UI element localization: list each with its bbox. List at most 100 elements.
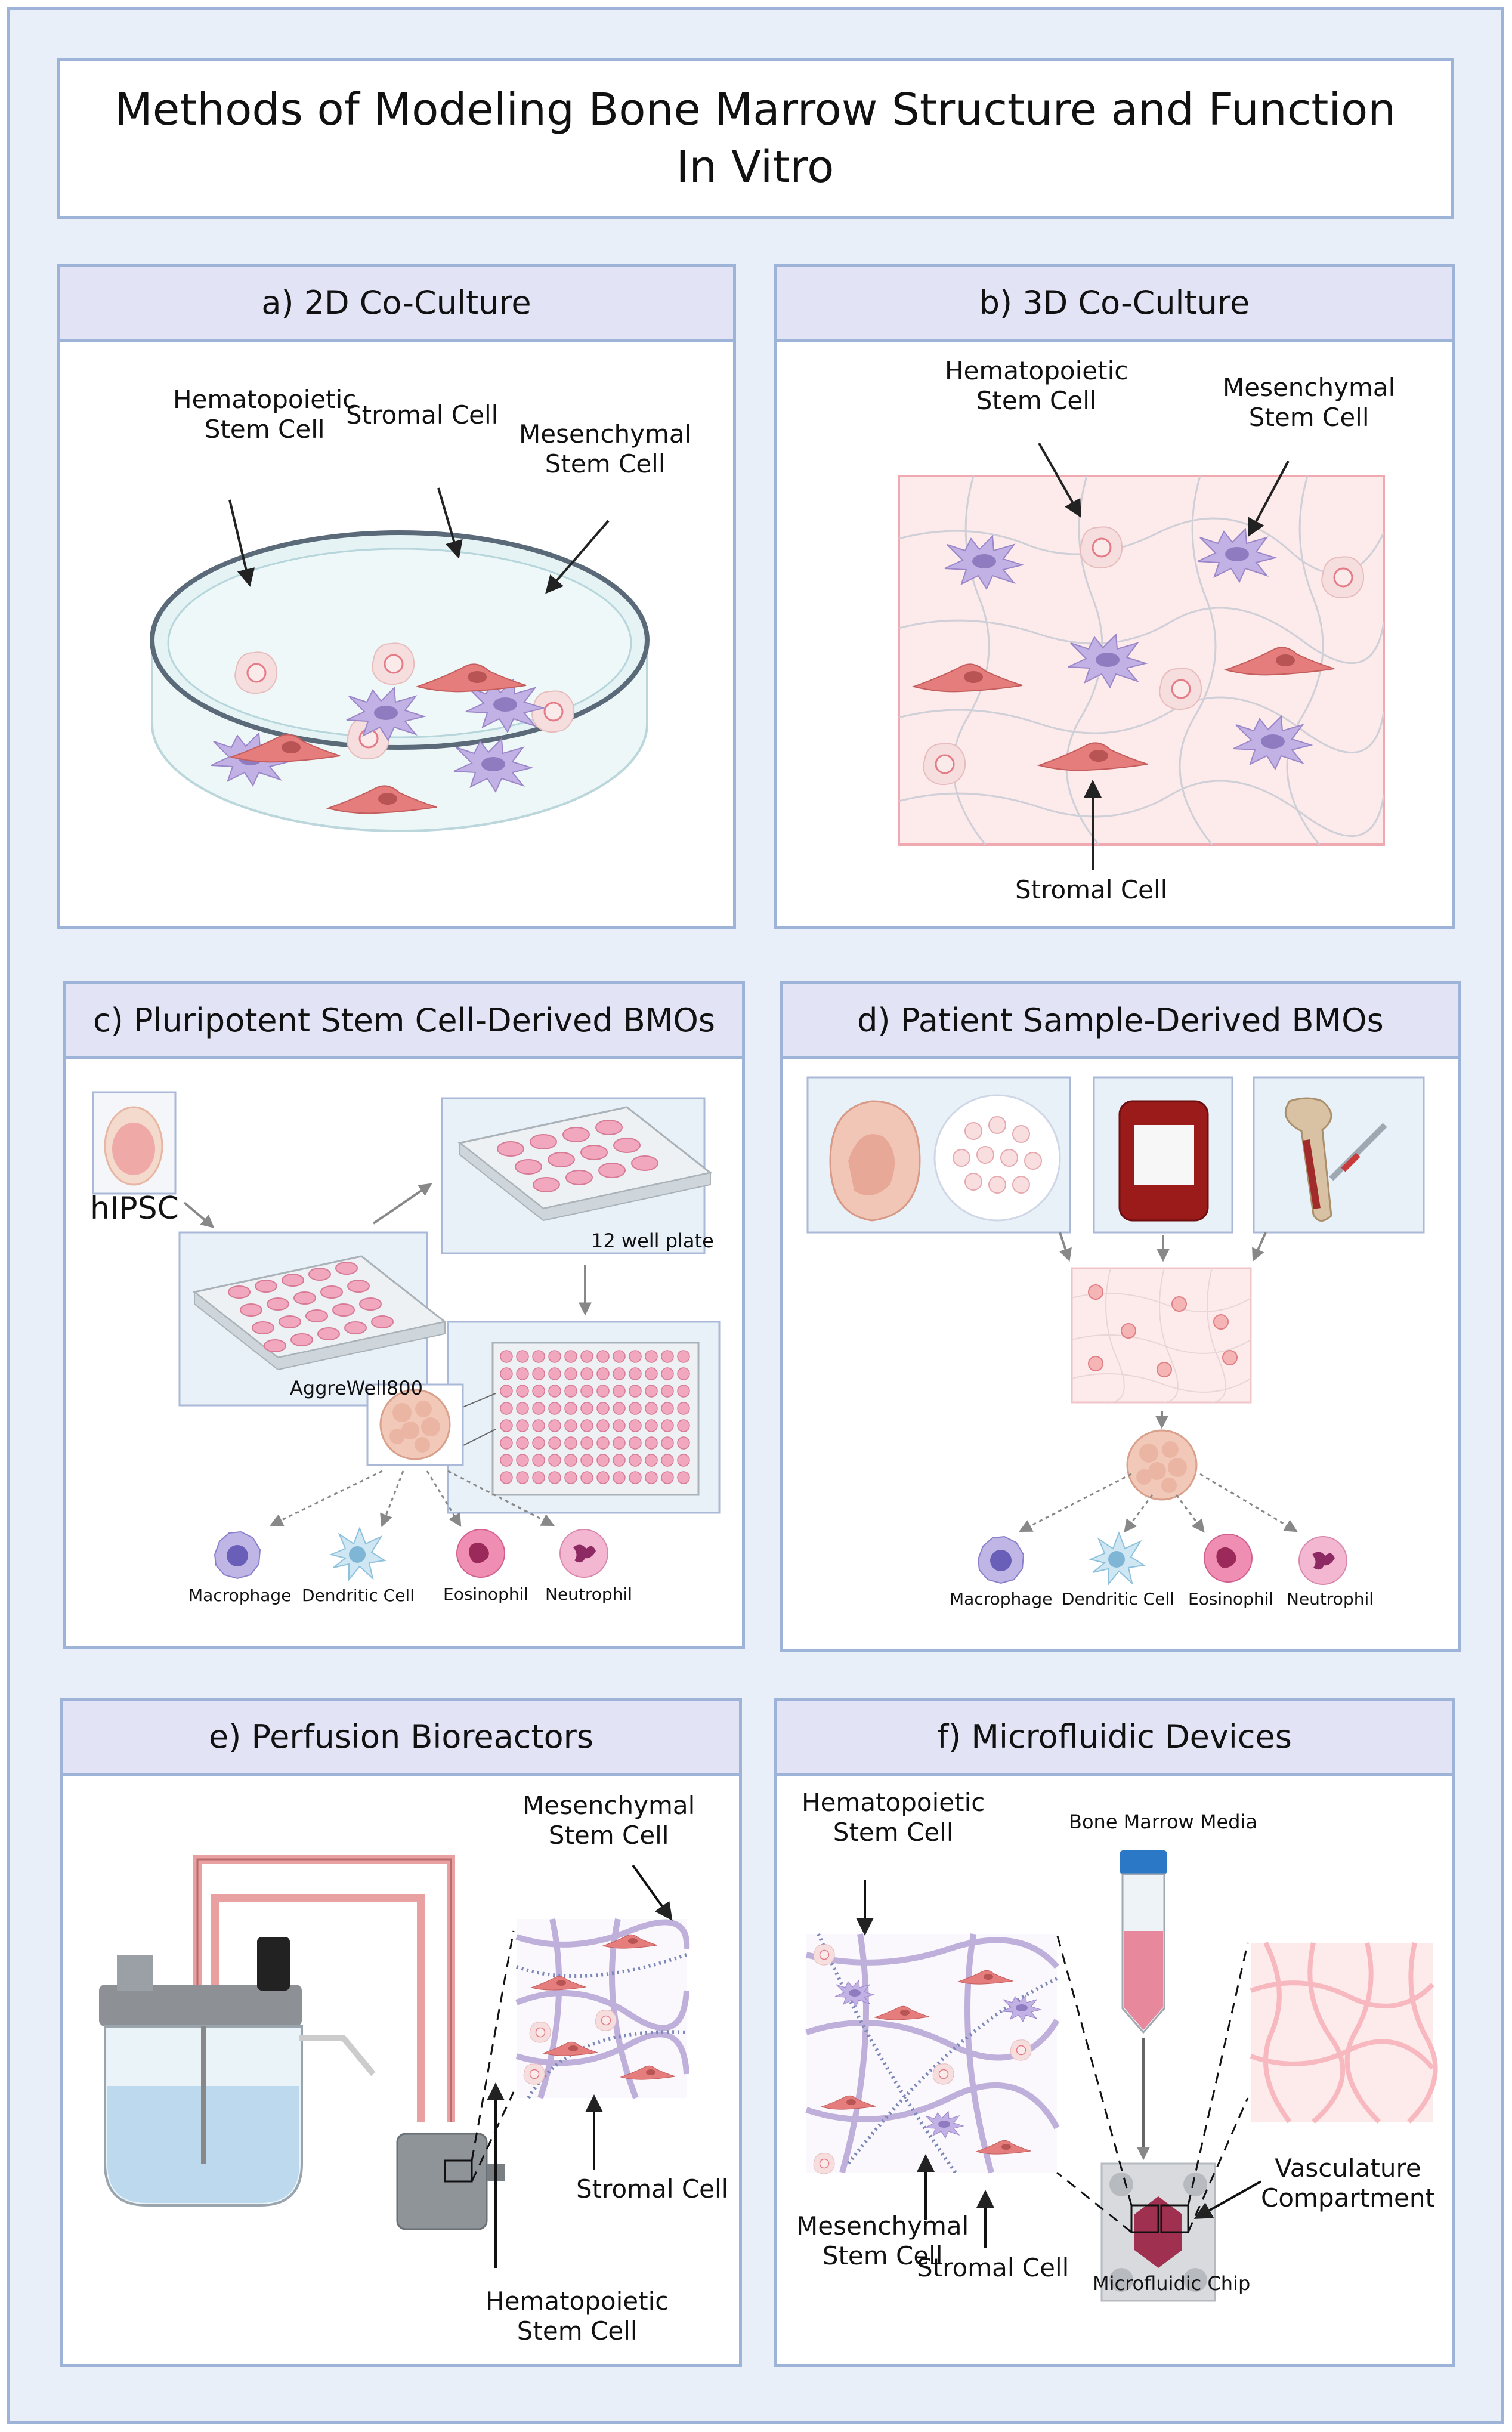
- label-hipsc: hIPSC: [90, 1191, 179, 1226]
- well-96: [645, 1454, 658, 1467]
- scaffold-zoom: [517, 1919, 687, 2098]
- media-tube-icon: [1120, 1850, 1167, 2034]
- label-neutrophil-c: Neutrophil: [545, 1584, 633, 1604]
- panel-perfusion-bioreactors: e) Perfusion Bioreactors: [60, 1698, 742, 2367]
- well-96: [564, 1454, 577, 1467]
- label-text: Stem Cell: [517, 2316, 638, 2346]
- well-96: [677, 1436, 690, 1450]
- well-96: [500, 1385, 513, 1398]
- label-eosinophil-c: Eosinophil: [443, 1584, 529, 1604]
- eosinophil-cell: [456, 1529, 505, 1578]
- well-96: [500, 1419, 513, 1432]
- well-96: [516, 1402, 529, 1415]
- well-96: [661, 1471, 674, 1484]
- hsc-cell: [922, 742, 966, 786]
- well-96: [532, 1402, 545, 1415]
- well-96: [500, 1367, 513, 1380]
- label-text: Stem Cell: [1248, 403, 1369, 432]
- label-macrophage-c: Macrophage: [188, 1586, 292, 1605]
- neutrophil-cell: [559, 1529, 608, 1578]
- syringe-icon: [1329, 1123, 1387, 1181]
- well-96: [564, 1350, 577, 1363]
- well-96: [500, 1350, 513, 1363]
- well-96: [677, 1402, 690, 1415]
- 12-well-wells: [497, 1120, 658, 1192]
- well-96: [596, 1402, 610, 1415]
- well-96: [564, 1367, 577, 1380]
- label-aggrewell: AggreWell800: [290, 1377, 423, 1399]
- well-96: [500, 1471, 513, 1484]
- well-96: [645, 1385, 658, 1398]
- well-96: [613, 1419, 626, 1432]
- macrophage-cell: [978, 1536, 1024, 1584]
- well-96: [516, 1350, 529, 1363]
- arrow-msc: [1248, 461, 1290, 537]
- well-96: [516, 1436, 529, 1450]
- well-96: [548, 1385, 561, 1398]
- well-96: [596, 1454, 610, 1467]
- panel-a-heading: a) 2D Co-Culture: [60, 267, 733, 342]
- well-96: [677, 1367, 690, 1380]
- 96-well-plate: [491, 1342, 700, 1496]
- panel-f-heading: f) Microfluidic Devices: [777, 1701, 1452, 1776]
- well-96: [580, 1436, 593, 1450]
- label-text: Stem Cell: [822, 2241, 943, 2270]
- arrow-hsc: [228, 499, 255, 587]
- label-text: Stem Cell: [548, 1821, 669, 1850]
- label-stromal-a: Stromal Cell: [346, 400, 499, 429]
- well-96: [580, 1454, 593, 1467]
- well-96: [532, 1471, 545, 1484]
- well-96: [564, 1385, 577, 1398]
- label-text: Mesenchymal: [519, 419, 692, 449]
- well-96: [661, 1436, 674, 1450]
- panel-d-illustration: [806, 1076, 1425, 1585]
- 96-well-wells: [500, 1350, 690, 1484]
- arrow-msc: [545, 520, 610, 594]
- label-stromal-b: Stromal Cell: [1015, 875, 1168, 904]
- panel-e-illustration: [99, 1855, 690, 2268]
- well-96: [613, 1367, 626, 1380]
- figure-title-line-1: Methods of Modeling Bone Marrow Structur…: [114, 84, 1396, 135]
- well-96: [580, 1419, 593, 1432]
- bone-box: [1253, 1076, 1425, 1234]
- well-96: [548, 1436, 561, 1450]
- well-96: [516, 1471, 529, 1484]
- well-96: [661, 1367, 674, 1380]
- label-text: Stem Cell: [204, 415, 325, 444]
- label-eosinophil-d: Eosinophil: [1188, 1589, 1274, 1609]
- label-text: Vasculature: [1275, 2153, 1421, 2183]
- well-96: [677, 1454, 690, 1467]
- hsc-cell: [1079, 526, 1123, 569]
- arrow-hsc: [1038, 443, 1081, 518]
- well-96: [532, 1367, 545, 1380]
- hsc-cell: [531, 690, 575, 733]
- label-text: Hematopoietic: [173, 385, 357, 414]
- well-96: [596, 1471, 610, 1484]
- label-microfluidic-chip: Microfluidic Chip: [1093, 2272, 1251, 2295]
- bioreactor-vessel: [99, 1937, 376, 2207]
- panel-b-illustration: [898, 443, 1385, 870]
- well-96: [645, 1436, 658, 1450]
- well-96: [548, 1350, 561, 1363]
- label-text: Mesenchymal: [796, 2211, 969, 2241]
- hsc-cell: [1158, 667, 1202, 710]
- panel-patient-bmos: d) Patient Sample-Derived BMOs: [780, 981, 1461, 1652]
- label-text: Hematopoietic: [802, 1788, 985, 1817]
- well-96: [677, 1419, 690, 1432]
- well-96: [613, 1454, 626, 1467]
- well-96: [500, 1402, 513, 1415]
- label-text: Mesenchymal: [522, 1791, 695, 1820]
- well-96: [580, 1350, 593, 1363]
- label-neutrophil-d: Neutrophil: [1287, 1589, 1374, 1609]
- well-96: [564, 1402, 577, 1415]
- well-96: [532, 1436, 545, 1450]
- well-96: [613, 1471, 626, 1484]
- well-96: [661, 1454, 674, 1467]
- well-96: [629, 1436, 642, 1450]
